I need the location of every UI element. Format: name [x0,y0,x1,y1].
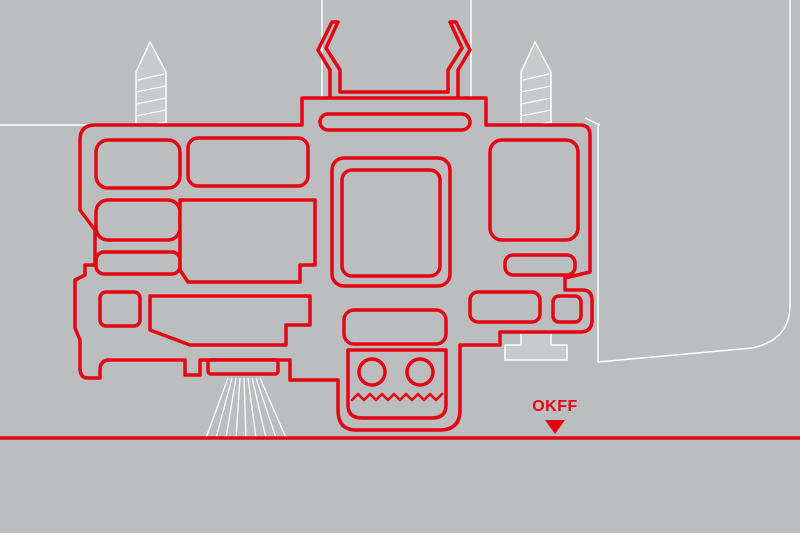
chamber-center-inner [340,168,442,278]
serrated-seal [350,392,444,402]
chamber [178,198,317,284]
chamber [98,290,142,328]
chamber [94,138,182,190]
top-clip [316,20,472,100]
chamber [468,290,542,324]
chamber [186,136,310,188]
floor-level-marker-icon [545,420,565,434]
brush-seal [205,358,287,439]
lower-insert-base [346,348,448,420]
floor-level-label: OKFF [532,398,578,415]
chamber [94,250,182,276]
threshold-profile [73,20,594,432]
round-chamber [357,357,387,387]
round-chamber [405,357,435,387]
chamber [488,138,580,242]
chamber [503,253,577,277]
chamber-top [318,112,472,132]
chamber [551,294,583,324]
lower-insert [342,308,448,346]
chamber [94,198,182,242]
chamber [148,294,312,347]
